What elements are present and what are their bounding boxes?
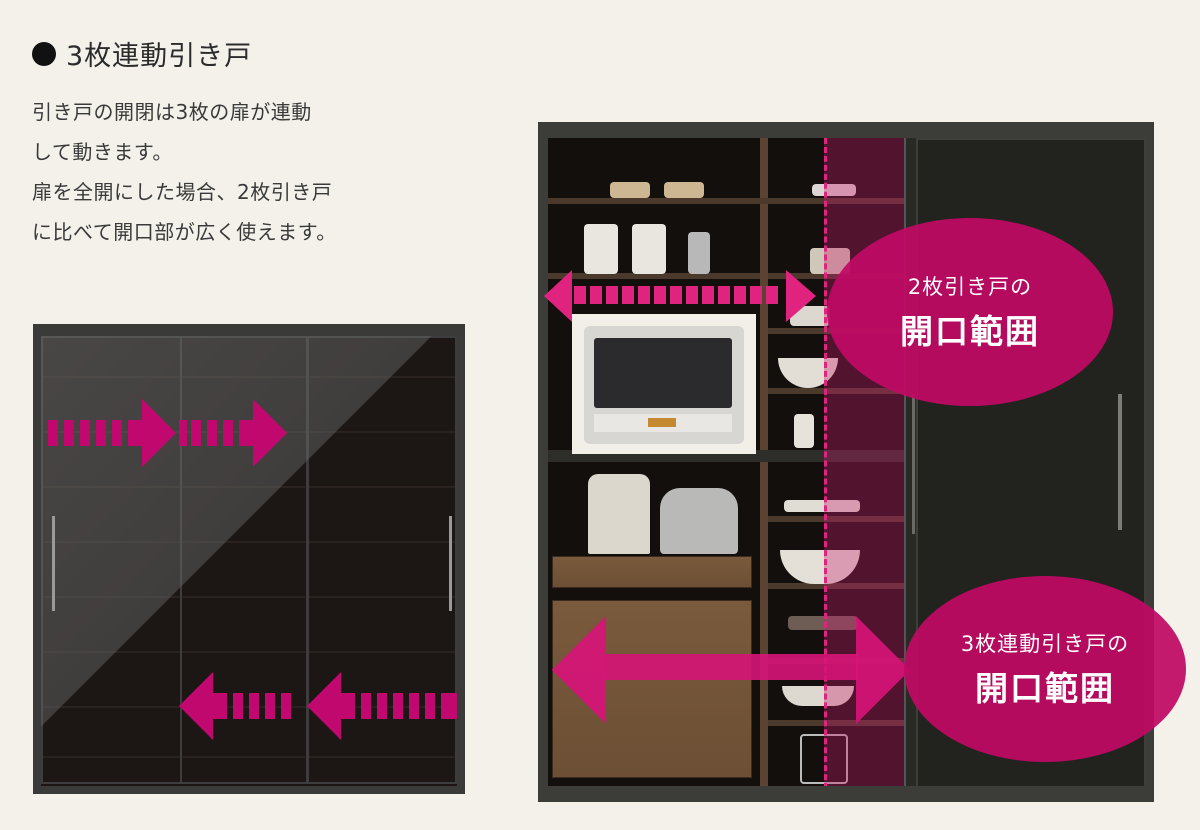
cabinet-glass-front [41,336,457,786]
label-line2: 開口範囲 [900,312,1040,351]
description-line: して動きます。 [32,140,173,164]
description-text: 引き戸の開閉は3枚の扉が連動 して動きます。 扉を全開にした場合、2枚引き戸 に… [32,92,337,252]
two-door-range-label: 2枚引き戸の 開口範囲 [827,218,1113,406]
section-heading: 3枚連動引き戸 [32,34,252,73]
thermo-pot-item [588,474,650,554]
canister-item [584,224,618,274]
bullet-circle-icon [32,41,56,66]
bowl-item [782,686,854,706]
closed-cabinet-illustration [33,324,465,794]
label-line1: 2枚引き戸の [907,275,1033,299]
door-handle [449,516,452,611]
bowl-item [664,182,704,198]
door-handle [52,516,55,611]
drawer-top [552,556,752,588]
canister-item [632,224,666,274]
microwave-oven [584,326,744,444]
bowl-item [610,182,650,198]
description-line: 扉を全開にした場合、2枚引き戸 [32,180,333,204]
description-line: に比べて開口部が広く使えます。 [32,220,337,244]
description-line: 引き戸の開閉は3枚の扉が連動 [32,100,312,124]
plates-item [788,616,858,630]
label-line1: 3枚連動引き戸の [960,632,1130,656]
door-handle [1118,394,1122,530]
jar-item [794,414,814,448]
plates-item [784,500,860,512]
cabinet-base [538,786,1154,802]
open-cabinet-illustration [538,122,1154,802]
cups-item [688,232,710,274]
rice-cooker-item [660,488,738,554]
two-door-opening-boundary [824,138,827,798]
label-line2: 開口範囲 [975,669,1115,708]
three-door-range-label: 3枚連動引き戸の 開口範囲 [904,576,1186,762]
plate-item [812,184,856,196]
heading-title: 3枚連動引き戸 [66,41,253,72]
